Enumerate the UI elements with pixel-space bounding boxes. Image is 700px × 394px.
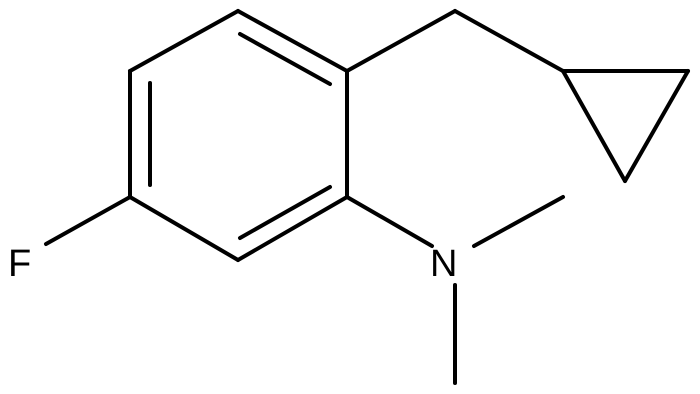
c-f-bond bbox=[44, 195, 132, 246]
ring-bond-top bbox=[128, 9, 240, 73]
ring-double-bond-bottom bbox=[238, 185, 332, 240]
ch2-cyclopropyl-bond bbox=[453, 9, 565, 73]
ring-bond-bottom-right bbox=[236, 195, 349, 262]
c-n-bond bbox=[345, 195, 434, 248]
cyclopropyl-ring bbox=[561, 69, 690, 183]
ring-bond-top-right bbox=[236, 9, 349, 73]
nitrogen-atom-label: N bbox=[430, 243, 457, 285]
ch2-bond bbox=[345, 9, 457, 73]
fluorine-atom-label: F bbox=[8, 243, 31, 285]
cyclopropyl-bond-left bbox=[561, 69, 627, 183]
ring-bond-bottom-left bbox=[128, 195, 240, 262]
ring-double-bond-top bbox=[238, 32, 332, 86]
cyclopropyl-bond-right bbox=[623, 69, 690, 183]
n-methyl-bond-upper bbox=[472, 195, 565, 248]
benzene-ring bbox=[128, 9, 349, 262]
